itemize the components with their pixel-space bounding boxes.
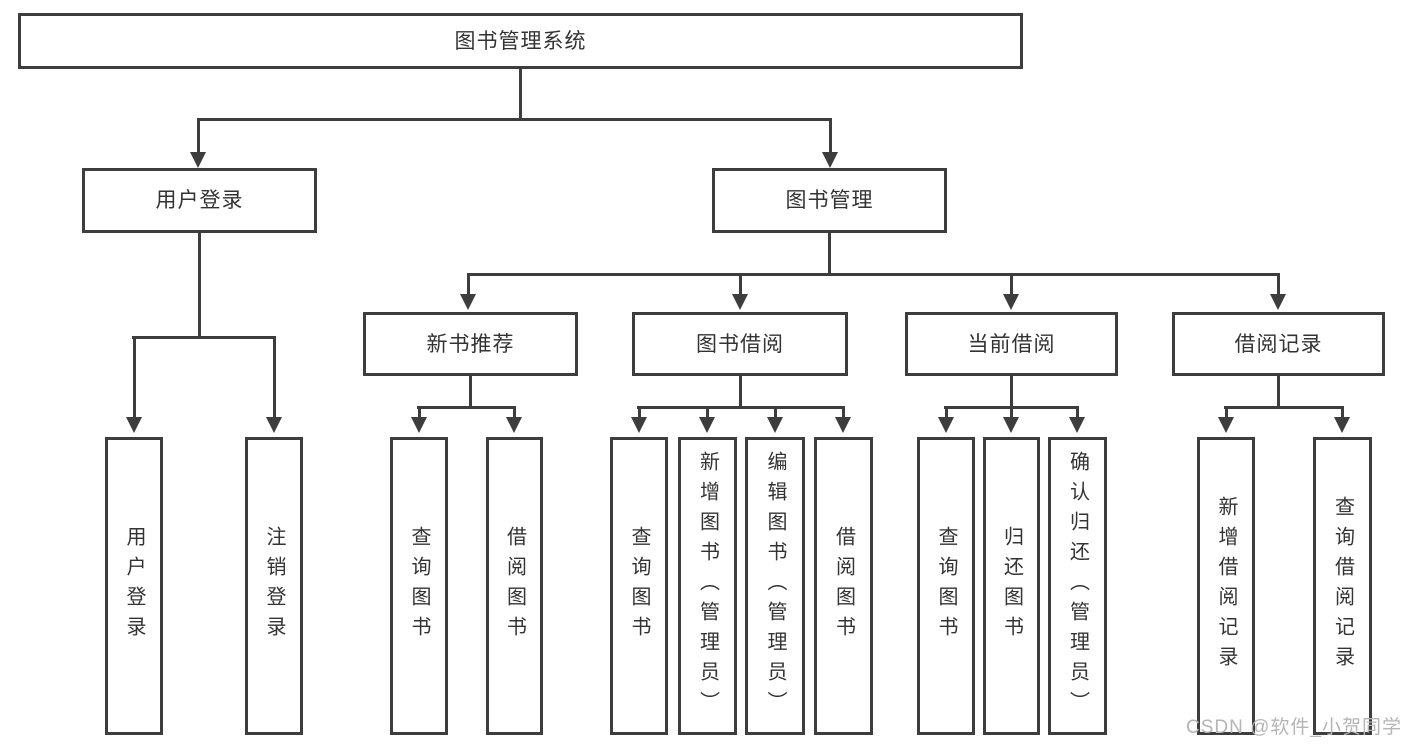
- arrow-down-icon: [1218, 417, 1234, 433]
- arrow-down-icon: [126, 417, 142, 433]
- node-leaf-logout-label: 注销登录: [263, 526, 285, 646]
- node-leaf-borrow-query-books: 查询图书: [610, 437, 668, 735]
- arrow-down-icon: [460, 294, 476, 310]
- arrow-down-icon: [411, 417, 427, 433]
- arrow-down-icon: [835, 417, 851, 433]
- node-leaf-borrow-query-books-label: 查询图书: [628, 526, 650, 646]
- node-leaf-edit-books-admin: 编辑图书（管理员）: [745, 437, 805, 735]
- node-user-login-label: 用户登录: [155, 189, 244, 212]
- connector-borrow-stem: [739, 376, 742, 406]
- node-leaf-user-login: 用户登录: [105, 437, 163, 735]
- node-leaf-logout: 注销登录: [245, 437, 303, 735]
- node-leaf-current-query-books-label: 查询图书: [935, 526, 957, 646]
- connector-mgmt-current: [1010, 273, 1013, 296]
- connector-records-bus: [1224, 406, 1344, 409]
- connector-login-user: [133, 336, 136, 419]
- node-book-management-label: 图书管理: [785, 189, 874, 212]
- node-root-label: 图书管理系统: [454, 29, 587, 53]
- connector-login-logout: [273, 336, 276, 419]
- node-borrowing-records: 借阅记录: [1172, 312, 1385, 376]
- connector-rec-stem: [469, 376, 472, 406]
- arrow-down-icon: [1334, 417, 1350, 433]
- connector-current-stem: [1010, 376, 1013, 406]
- connector-mgmt-records: [1277, 273, 1280, 296]
- connector-root-mgmt: [829, 118, 832, 154]
- arrow-down-icon: [1069, 417, 1085, 433]
- node-book-borrowing-label: 图书借阅: [696, 332, 784, 356]
- node-leaf-rec-borrow-books: 借阅图书: [486, 437, 543, 735]
- node-leaf-confirm-return-admin: 确认归还（管理员）: [1048, 437, 1107, 735]
- node-leaf-query-borrow-record-label: 查询借阅记录: [1331, 496, 1354, 676]
- node-book-borrowing: 图书借阅: [632, 312, 848, 376]
- node-leaf-edit-books-admin-label: 编辑图书（管理员）: [764, 451, 786, 721]
- connector-mgmt-borrow: [739, 273, 742, 296]
- arrow-down-icon: [190, 152, 206, 168]
- node-user-login: 用户登录: [82, 168, 317, 233]
- node-new-book-recommend-label: 新书推荐: [426, 332, 515, 356]
- node-leaf-borrow-books: 借阅图书: [814, 437, 873, 735]
- node-leaf-add-books-admin: 新增图书（管理员）: [678, 437, 737, 735]
- connector-borrow-query: [638, 406, 641, 419]
- node-leaf-add-books-admin-label: 新增图书（管理员）: [696, 451, 719, 721]
- connector-records-stem: [1277, 376, 1280, 406]
- connector-mgmt-bus: [467, 273, 1280, 276]
- arrow-down-icon: [506, 417, 522, 433]
- node-leaf-query-borrow-record: 查询借阅记录: [1313, 437, 1372, 735]
- arrow-down-icon: [699, 417, 715, 433]
- connector-current-return: [1010, 406, 1013, 419]
- arrow-down-icon: [631, 417, 647, 433]
- arrow-down-icon: [266, 417, 282, 433]
- connector-login-stem: [198, 233, 201, 338]
- arrow-down-icon: [822, 152, 838, 168]
- node-leaf-return-books-label: 归还图书: [1000, 526, 1023, 646]
- connector-root-bus: [197, 118, 832, 121]
- arrow-down-icon: [1003, 294, 1019, 310]
- node-leaf-add-borrow-record: 新增借阅记录: [1197, 437, 1255, 735]
- node-leaf-rec-query-books: 查询图书: [390, 437, 448, 735]
- node-current-borrowing: 当前借阅: [905, 312, 1118, 376]
- connector-root-stem: [519, 69, 522, 118]
- node-leaf-rec-borrow-books-label: 借阅图书: [503, 526, 526, 646]
- node-root: 图书管理系统: [18, 13, 1023, 69]
- node-leaf-rec-query-books-label: 查询图书: [408, 526, 430, 646]
- arrow-down-icon: [1003, 417, 1019, 433]
- connector-current-query: [945, 406, 948, 419]
- connector-login-bus: [132, 336, 276, 339]
- node-leaf-user-login-label: 用户登录: [123, 526, 145, 646]
- watermark: CSDN @软件_小贺同学: [1186, 717, 1402, 738]
- connector-root-login: [197, 118, 200, 154]
- connector-borrow-bus: [637, 406, 845, 409]
- arrow-down-icon: [767, 417, 783, 433]
- connector-borrow-lend: [842, 406, 845, 419]
- connector-rec-borrow: [513, 406, 516, 419]
- node-leaf-borrow-books-label: 借阅图书: [832, 526, 855, 646]
- arrow-down-icon: [938, 417, 954, 433]
- connector-mgmt-stem: [828, 233, 831, 273]
- node-leaf-return-books: 归还图书: [983, 437, 1040, 735]
- node-leaf-add-borrow-record-label: 新增借阅记录: [1215, 496, 1237, 676]
- node-leaf-confirm-return-admin-label: 确认归还（管理员）: [1066, 451, 1089, 721]
- connector-current-confirm: [1076, 406, 1079, 419]
- node-current-borrowing-label: 当前借阅: [967, 332, 1056, 356]
- node-book-management: 图书管理: [712, 168, 947, 233]
- connector-borrow-edit: [774, 406, 777, 419]
- node-borrowing-records-label: 借阅记录: [1234, 332, 1323, 356]
- arrow-down-icon: [732, 294, 748, 310]
- node-new-book-recommend: 新书推荐: [363, 312, 578, 376]
- arrow-down-icon: [1270, 294, 1286, 310]
- connector-borrow-add: [706, 406, 709, 419]
- connector-mgmt-rec: [467, 273, 470, 296]
- connector-rec-query: [418, 406, 421, 419]
- connector-rec-bus: [417, 406, 516, 409]
- connector-records-query: [1341, 406, 1344, 419]
- node-leaf-current-query-books: 查询图书: [917, 437, 975, 735]
- connector-records-add: [1225, 406, 1228, 419]
